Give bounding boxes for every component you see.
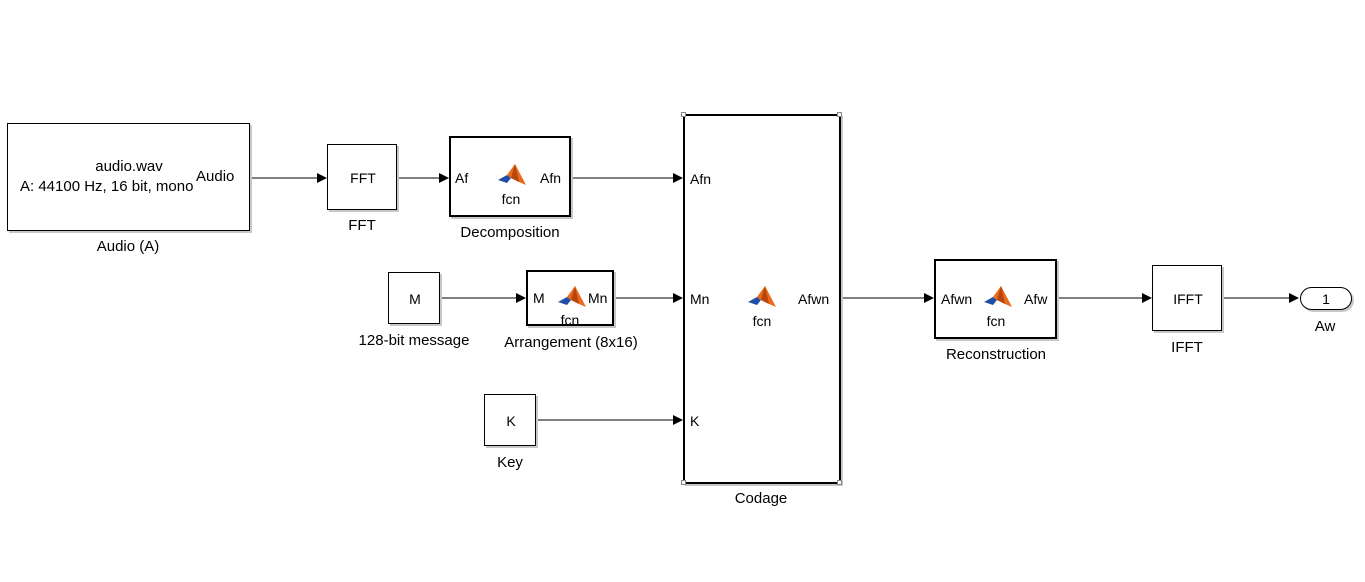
ifft-block-label: IFFT <box>1171 339 1203 356</box>
ifft-block[interactable]: IFFT <box>1152 265 1222 331</box>
matlab-logo-icon <box>498 164 526 185</box>
codage-fcn: fcn <box>752 313 772 329</box>
reconstruction-block[interactable]: Afwn Afw fcn <box>934 259 1057 339</box>
audio-file-name: audio.wav <box>95 158 163 175</box>
outport-number: 1 <box>1322 291 1330 307</box>
decomposition-port-in: Af <box>455 170 469 186</box>
reconstruction-block-label: Reconstruction <box>945 346 1047 363</box>
arrangement-block[interactable]: M Mn fcn <box>526 270 614 328</box>
outport-block[interactable]: 1 <box>1300 287 1352 310</box>
matlab-logo-icon <box>558 286 586 307</box>
arrangement-block-label: Arrangement (8x16) <box>504 334 638 351</box>
audio-block-label: Audio (A) <box>96 238 160 255</box>
arrangement-port-out: Mn <box>588 290 608 306</box>
audio-format-info: A: 44100 Hz, 16 bit, mono <box>20 178 194 195</box>
key-block[interactable]: K <box>484 394 536 446</box>
reconstruction-port-out: Afw <box>1024 291 1048 307</box>
ifft-block-text: IFFT <box>1173 291 1203 307</box>
message-block-text: M <box>409 291 421 307</box>
matlab-logo-icon <box>748 286 776 307</box>
outport-block-label: Aw <box>1314 318 1336 335</box>
selection-handle-tr[interactable] <box>837 112 842 117</box>
fft-block-label: FFT <box>348 217 376 234</box>
selection-handle-br[interactable] <box>837 480 842 485</box>
codage-block[interactable]: Afn Mn K Afwn fcn <box>683 114 841 484</box>
decomposition-fcn: fcn <box>501 191 521 207</box>
key-block-label: Key <box>497 454 523 471</box>
arrangement-port-in: M <box>533 290 545 306</box>
arrangement-fcn: fcn <box>560 312 580 328</box>
message-block-label: 128-bit message <box>358 332 470 349</box>
decomposition-block-label: Decomposition <box>460 224 560 241</box>
fft-block[interactable]: FFT <box>327 144 397 210</box>
reconstruction-fcn: fcn <box>986 313 1006 329</box>
codage-block-label: Codage <box>734 490 788 507</box>
selection-handle-tl[interactable] <box>681 112 686 117</box>
codage-port-out: Afwn <box>798 291 830 307</box>
codage-port-in-k: K <box>690 413 700 429</box>
reconstruction-port-in: Afwn <box>941 291 973 307</box>
decomposition-block[interactable]: Af Afn fcn <box>449 136 571 217</box>
fft-block-text: FFT <box>350 170 376 186</box>
audio-source-block[interactable]: audio.wav A: 44100 Hz, 16 bit, mono Audi… <box>7 123 250 231</box>
selection-handle-bl[interactable] <box>681 480 686 485</box>
decomposition-port-out: Afn <box>540 170 562 186</box>
matlab-logo-icon <box>984 286 1012 307</box>
key-block-text: K <box>506 413 516 429</box>
codage-port-in-mn: Mn <box>690 291 710 307</box>
codage-port-in-afn: Afn <box>690 171 712 187</box>
audio-port-out: Audio <box>196 168 235 185</box>
message-block[interactable]: M <box>388 272 440 324</box>
